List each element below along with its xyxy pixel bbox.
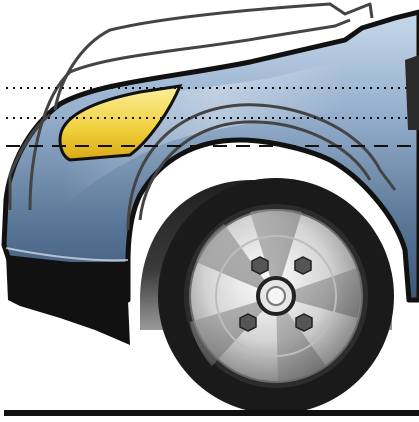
wheel-icon: [158, 178, 394, 414]
lug-nut: [240, 314, 256, 331]
hub-center: [267, 287, 285, 305]
front-bumper-lower: [6, 255, 130, 345]
ground-line: [4, 410, 419, 416]
lug-nut: [295, 257, 311, 274]
lug-nut: [296, 314, 312, 331]
lug-nut: [252, 257, 268, 274]
